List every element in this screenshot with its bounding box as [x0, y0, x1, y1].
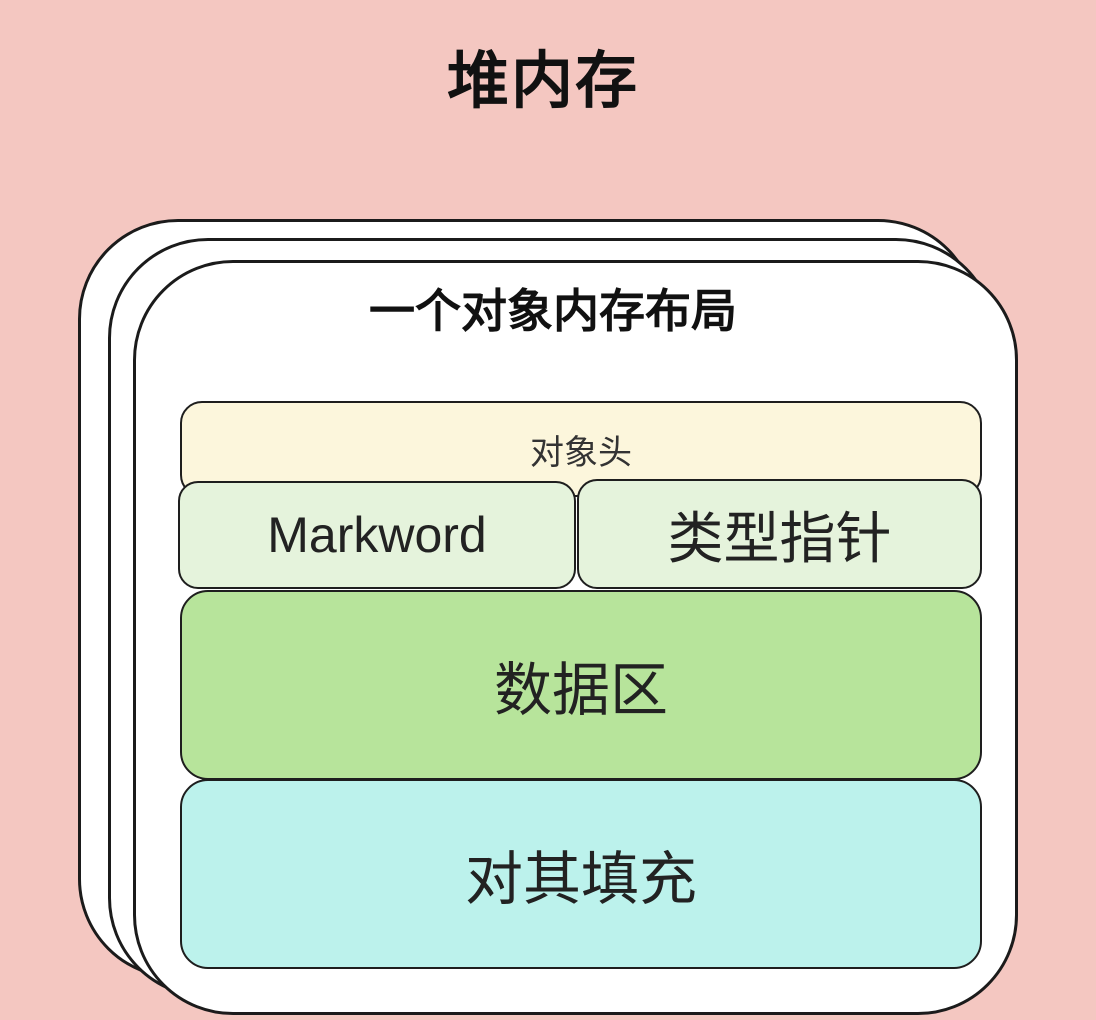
object-header-label: 对象头 — [530, 433, 632, 473]
padding-label: 对其填充 — [464, 845, 697, 913]
type-pointer-label: 类型指针 — [667, 506, 892, 572]
data-area-block: 数据区 — [180, 590, 982, 780]
page-title: 堆内存 — [446, 44, 639, 117]
type-pointer-block: 类型指针 — [577, 479, 982, 589]
object-layout-title: 一个对象内存布局 — [369, 284, 737, 338]
data-area-label: 数据区 — [493, 656, 668, 724]
markword-block: Markword — [178, 481, 576, 589]
markword-label: Markword — [267, 507, 487, 563]
padding-block: 对其填充 — [180, 779, 982, 969]
